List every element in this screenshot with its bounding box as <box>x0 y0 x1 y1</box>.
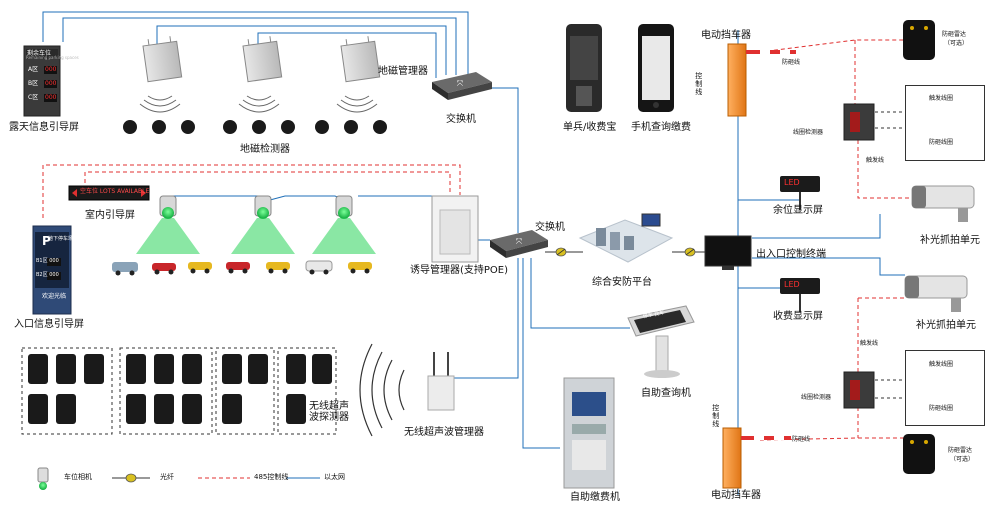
label-loop-detector-bottom: 线圈检测器 <box>801 394 832 401</box>
svg-text:⤧: ⤧ <box>457 79 464 88</box>
legend-graphics <box>37 467 320 490</box>
entrance-screen: P <box>32 225 72 315</box>
label-handheld: 单兵/收费宝 <box>563 122 617 133</box>
fee-display <box>780 278 820 312</box>
switch-mid: ⤧ <box>490 230 548 258</box>
label-trigger-line-bottom: 触发线 <box>860 340 879 347</box>
label-trigger-coil-bottom: 触发线圈 <box>929 361 954 368</box>
capture-cameras <box>904 185 975 312</box>
label-radar-bottom: 防砸雷达 <box>948 447 973 454</box>
label-fee-display: 收费显示屏 <box>773 311 823 322</box>
entrance-row-b1: B1区 000 <box>36 258 59 264</box>
control-terminal <box>704 235 752 270</box>
label-guidance-manager: 诱导管理器(支持POE) <box>410 265 509 276</box>
switch-top: ⤧ <box>432 72 492 100</box>
label-anti-smash-coil-top: 防砸线圈 <box>929 139 954 146</box>
cars <box>112 260 372 276</box>
coil-box-bottom <box>905 350 985 426</box>
outdoor-count-a: 000 <box>45 66 57 73</box>
spaces-display <box>780 176 820 210</box>
entrance-header: 地下停车场 <box>48 236 74 242</box>
outdoor-screen <box>23 45 61 117</box>
label-control-line-bottom: 控制线 <box>711 404 720 428</box>
outdoor-zone-c: C区 <box>28 94 39 101</box>
indoor-screen <box>68 185 150 201</box>
label-spaces-display: 余位显示屏 <box>773 205 823 216</box>
svg-text:⤧: ⤧ <box>516 237 523 246</box>
fee-led-text: LED <box>784 280 800 289</box>
label-switch-top: 交换机 <box>446 114 476 125</box>
spaces-led-text: LED <box>784 178 800 187</box>
legend-ethernet: 以太网 <box>324 473 345 481</box>
outdoor-count-c: 000 <box>45 94 57 101</box>
label-camera-top: 补光抓拍单元 <box>920 235 980 246</box>
entrance-welcome: 欢迎光临 <box>42 293 67 300</box>
label-ultrasonic-detector: 无线超声波探测器 <box>309 401 349 423</box>
barrier-top <box>727 43 796 117</box>
entrance-row-b2: B2区 000 <box>36 272 59 278</box>
wireless-waves <box>139 95 378 113</box>
coil-lines <box>875 111 905 399</box>
parking-cameras <box>136 195 376 254</box>
svg-text:P: P <box>42 234 51 248</box>
outdoor-count-b: 000 <box>45 80 57 87</box>
label-anti-smash-top: 防砸线 <box>782 59 801 66</box>
legend-485: 485控制线 <box>254 473 289 481</box>
rs485-lines <box>42 39 915 441</box>
label-switch-mid: 交换机 <box>535 222 565 233</box>
label-anti-smash-coil-bottom: 防砸线圈 <box>929 405 954 412</box>
fiber-links <box>545 247 705 257</box>
ultrasonic-groups <box>21 347 337 435</box>
label-payment-kiosk: 自助缴费机 <box>570 492 620 503</box>
label-terminal: 出入口控制终端 <box>756 249 826 260</box>
label-trigger-coil-top: 触发线圈 <box>929 95 954 102</box>
label-trigger-line-top: 触发线 <box>866 157 885 164</box>
geomagnetic-detectors <box>123 120 387 134</box>
label-anti-smash-bottom: 防砸线 <box>792 436 811 443</box>
label-barrier-top: 电动挡车器 <box>701 30 751 41</box>
radars <box>903 20 935 474</box>
guidance-manager-cabinet <box>431 195 479 263</box>
label-radar-top-sub: （可选） <box>944 40 969 47</box>
label-camera-bottom: 补光抓拍单元 <box>916 320 976 331</box>
label-geomagnetic-detector: 地磁检测器 <box>240 144 290 155</box>
label-ultrasonic-manager: 无线超声波管理器 <box>404 427 484 438</box>
loop-detectors <box>843 103 875 409</box>
ultrasonic-waves <box>359 343 405 437</box>
label-radar-bottom-sub: （可选） <box>950 456 975 463</box>
outdoor-screen-sub: Remaining parking spaces <box>26 55 79 60</box>
outdoor-screen-header: 剩余车位 <box>27 50 52 57</box>
label-control-line-top: 控制线 <box>694 72 703 96</box>
handheld-device <box>566 24 602 112</box>
phone-device <box>638 24 674 112</box>
label-loop-detector-top: 线圈检测器 <box>793 129 824 136</box>
label-platform: 综合安防平台 <box>592 277 652 288</box>
ultrasonic-detectors <box>28 354 332 424</box>
ultrasonic-manager <box>427 352 455 411</box>
security-platform <box>578 213 674 263</box>
indoor-led-text: 空车位 LOTS AVAILABLE <box>80 188 150 195</box>
geomagnetic-managers <box>142 36 381 83</box>
label-barrier-bottom: 电动挡车器 <box>711 490 761 501</box>
query-kiosk <box>627 305 695 378</box>
payment-kiosk <box>563 377 615 489</box>
label-outdoor-screen: 露天信息引导屏 <box>9 122 79 133</box>
coil-box-top <box>905 85 985 161</box>
legend-camera: 车位相机 <box>64 473 92 481</box>
label-phone: 手机查询缴费 <box>631 122 691 133</box>
outdoor-zone-b: B区 <box>28 80 39 87</box>
barrier-bottom <box>722 427 791 489</box>
label-query-kiosk: 自助查询机 <box>641 388 691 399</box>
legend-fiber: 光纤 <box>160 473 174 481</box>
label-radar-top: 防砸雷达 <box>942 31 967 38</box>
label-geomagnetic-manager: 地磁管理器 <box>378 66 428 77</box>
outdoor-zone-a: A区 <box>28 66 39 73</box>
label-indoor-screen: 室内引导屏 <box>85 210 135 221</box>
label-entrance-screen: 入口信息引导屏 <box>14 319 84 330</box>
